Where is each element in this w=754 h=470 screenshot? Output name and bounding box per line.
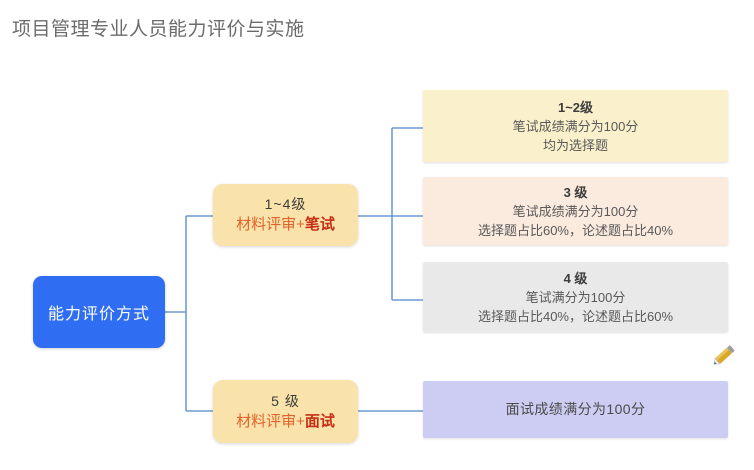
root-node[interactable]: 能力评价方式 (33, 276, 165, 348)
leaf-card-levels-1-2[interactable]: 1~2级 笔试成绩满分为100分 均为选择题 (423, 90, 728, 162)
branch-node-level-label: 1~4级 (264, 196, 307, 212)
leaf-card-level-3[interactable]: 3 级 笔试成绩满分为100分 选择题占比60%，论述题占比40% (423, 177, 728, 245)
root-node-label: 能力评价方式 (47, 306, 150, 323)
leaf-card-interview[interactable]: 面试成绩满分为100分 (423, 381, 728, 438)
leaf-card-title: 3 级 (563, 184, 588, 200)
branch-node-levels-1-4[interactable]: 1~4级 材料评审+笔试 (213, 184, 358, 246)
leaf-card-line: 均为选择题 (542, 137, 608, 153)
leaf-card-line: 面试成绩满分为100分 (505, 401, 646, 417)
page-title: 项目管理专业人员能力评价与实施 (12, 19, 305, 40)
branch-node-level-5[interactable]: 5 级 材料评审+面试 (213, 380, 358, 443)
leaf-card-line: 笔试成绩满分为100分 (512, 203, 639, 219)
branch-method-plus: + (296, 216, 305, 233)
branch-node-method: 材料评审+笔试 (236, 214, 335, 236)
leaf-card-level-4[interactable]: 4 级 笔试满分为100分 选择题占比40%，论述题占比60% (423, 262, 728, 332)
branch-method-plus: + (296, 412, 305, 430)
branch-method-emphasis: 笔试 (304, 216, 335, 233)
leaf-card-line: 笔试满分为100分 (525, 289, 626, 305)
leaf-card-title: 1~2级 (557, 99, 594, 115)
leaf-card-line: 笔试成绩满分为100分 (512, 118, 639, 134)
branch-method-prefix: 材料评审 (236, 216, 297, 233)
leaf-card-line: 选择题占比60%，论述题占比40% (477, 222, 674, 238)
branch-node-method: 材料评审+面试 (236, 411, 335, 433)
leaf-card-line: 选择题占比40%，论述题占比60% (477, 308, 674, 324)
branch-method-emphasis: 面试 (304, 412, 335, 430)
pencil-icon[interactable] (707, 338, 741, 372)
branch-node-level-label: 5 级 (271, 392, 300, 409)
branch-method-prefix: 材料评审 (236, 412, 297, 430)
leaf-card-title: 4 级 (563, 270, 588, 286)
